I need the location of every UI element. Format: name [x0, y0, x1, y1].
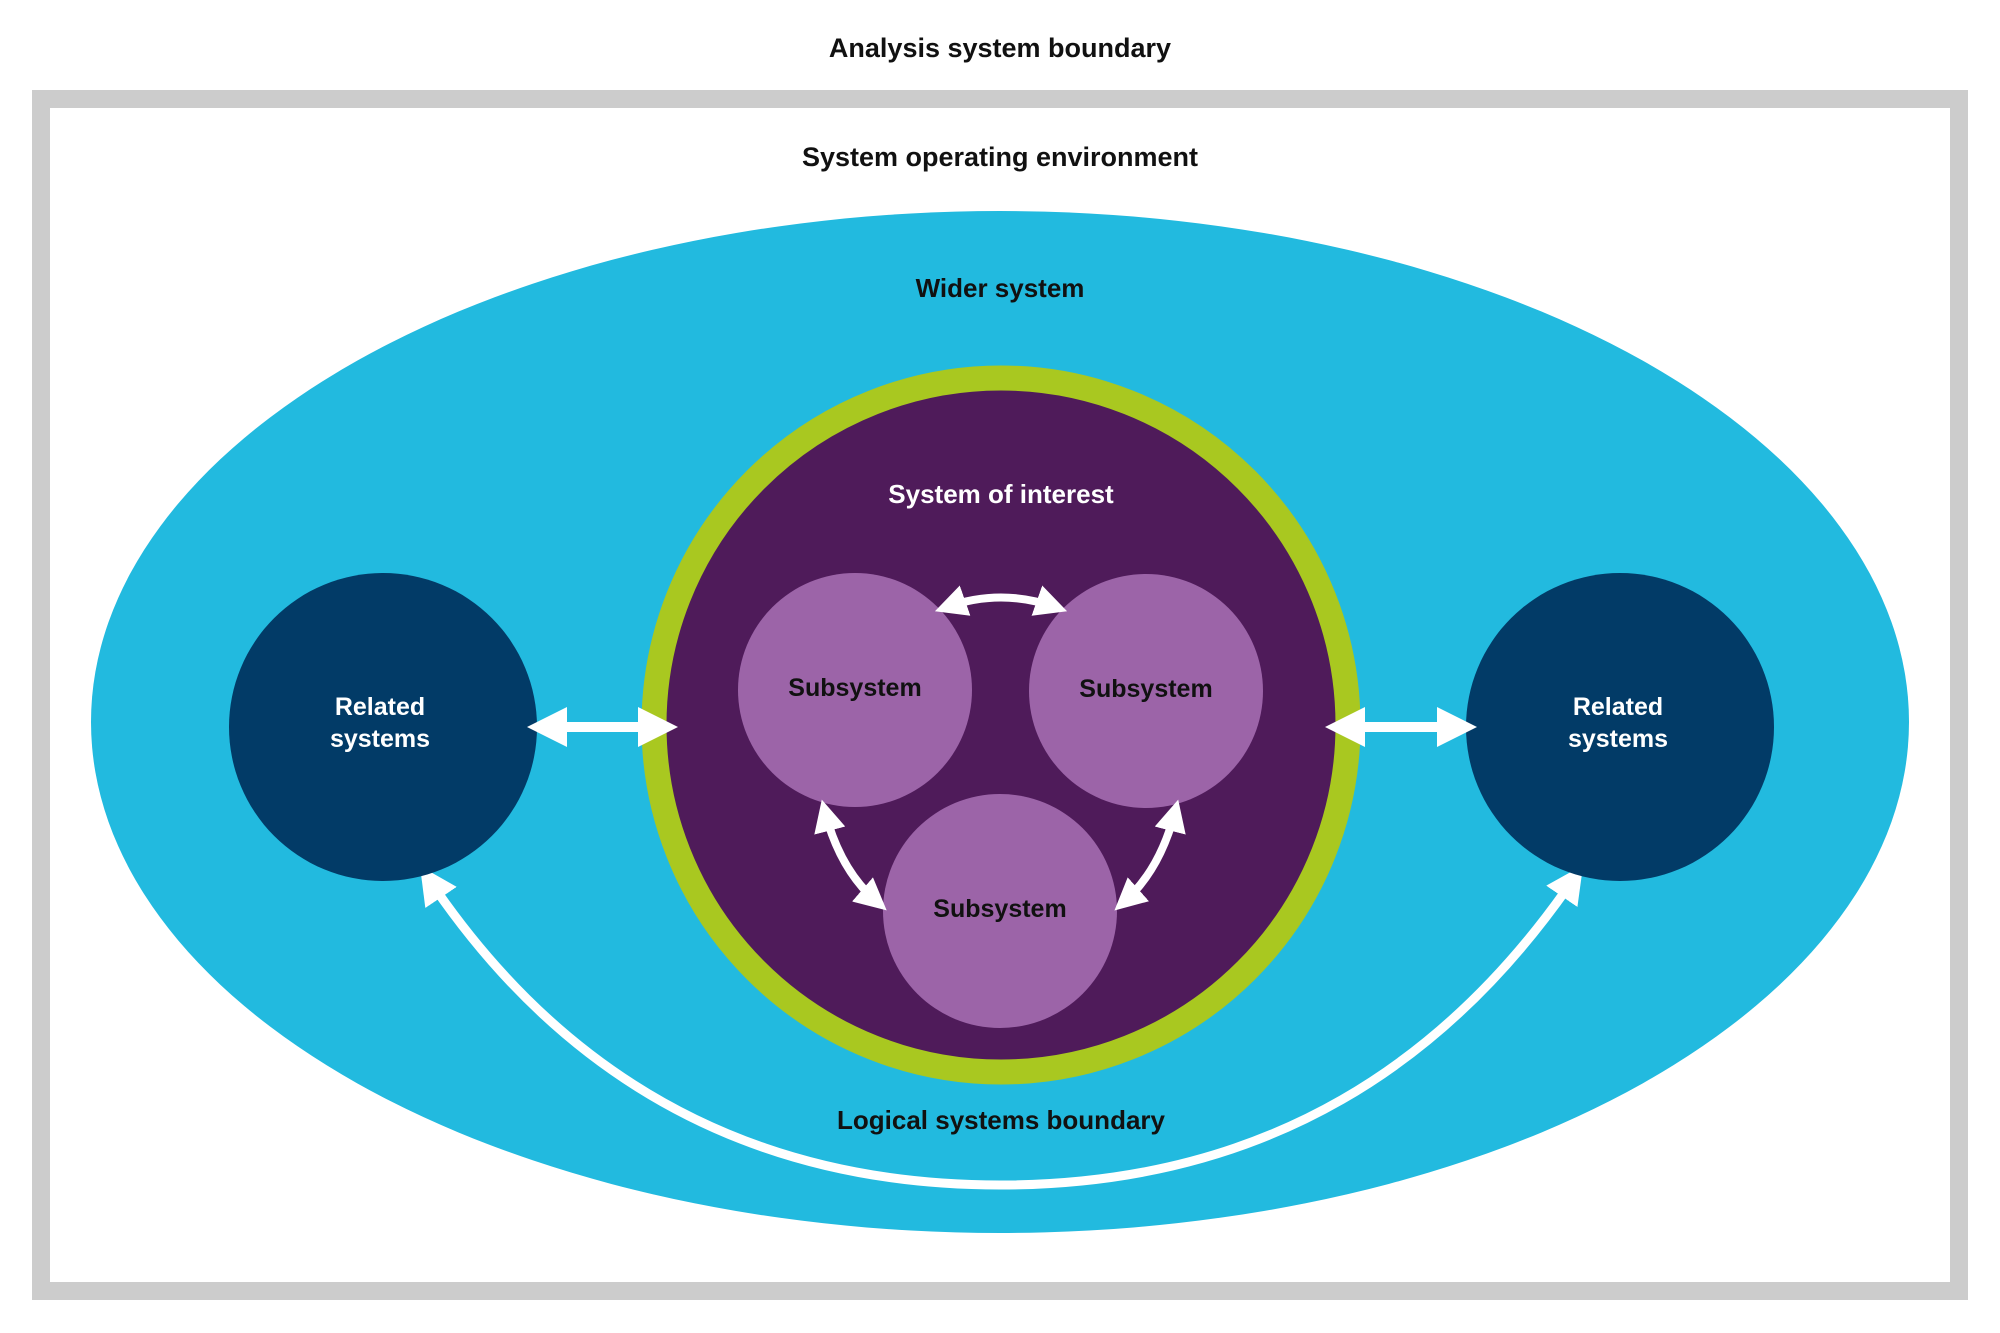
subsystem-bottom: Subsystem	[883, 794, 1117, 1028]
analysis-boundary-label: Analysis system boundary	[829, 33, 1171, 63]
subsystem-right-circle	[1029, 574, 1263, 808]
wider-system-label: Wider system	[916, 273, 1085, 303]
subsystem-left-circle	[738, 573, 972, 807]
related-systems-right-line2: systems	[1568, 725, 1668, 753]
related-systems-left-line2: systems	[330, 725, 430, 753]
analysis-boundary-frame	[32, 90, 1968, 1300]
subsystem-bottom-circle	[883, 794, 1117, 1028]
subsystem-right-label: Subsystem	[1079, 675, 1212, 703]
related-systems-right-circle	[1466, 573, 1774, 881]
system-of-interest-label: System of interest	[888, 479, 1114, 509]
operating-environment-label: System operating environment	[802, 142, 1198, 172]
subsystem-right-bottom-arrow	[1114, 799, 1186, 911]
related-systems-right: Related systems	[1466, 573, 1774, 881]
subsystem-left-right-arrow	[934, 585, 1068, 616]
subsystem-bottom-label: Subsystem	[933, 895, 1066, 923]
subsystem-left-bottom-arrow	[814, 799, 887, 911]
related-systems-left-circle	[229, 573, 537, 881]
subsystem-right: Subsystem	[1029, 574, 1263, 808]
related-systems-arc-arrow	[419, 865, 1584, 1190]
related-systems-left-line1: Related	[335, 693, 425, 721]
subsystem-left-label: Subsystem	[788, 674, 921, 702]
logical-boundary-label: Logical systems boundary	[837, 1105, 1166, 1135]
related-systems-left: Related systems	[229, 573, 537, 881]
related-systems-right-line1: Related	[1573, 693, 1663, 721]
subsystem-left: Subsystem	[738, 573, 972, 807]
